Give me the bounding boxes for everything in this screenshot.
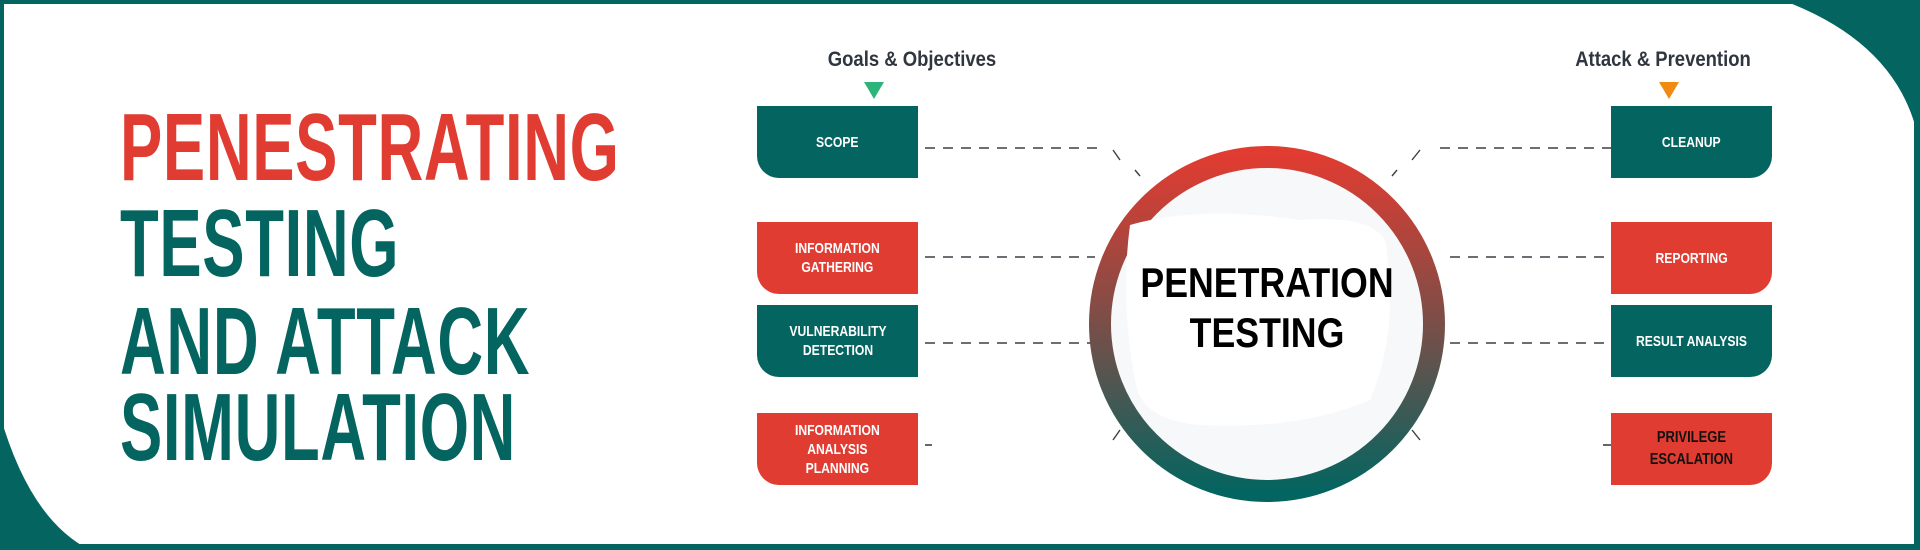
step-label: DETECTION: [802, 342, 873, 359]
center-title-line-1: PENETRATION: [1140, 259, 1394, 306]
step-cleanup: CLEANUP: [1611, 106, 1772, 178]
step-label: CLEANUP: [1662, 133, 1721, 151]
title-line-4: SIMULATION: [120, 374, 517, 481]
orange-marker-icon: [1659, 82, 1679, 99]
title-line-3: AND ATTACK: [120, 288, 531, 395]
corner-decoration-bottom-left: [0, 415, 90, 550]
step-label: INFORMATION: [795, 421, 880, 439]
title-line-2: TESTING: [120, 190, 400, 297]
step-label: SCOPE: [816, 133, 859, 151]
center-title-line-2: TESTING: [1189, 309, 1345, 356]
step-information-gathering: INFORMATION GATHERING: [757, 222, 918, 294]
step-label: ANALYSIS: [807, 440, 868, 458]
step-label: INFORMATION: [795, 240, 880, 257]
step-label: GATHERING: [801, 259, 874, 276]
corner-decoration-top-right: [1782, 0, 1920, 125]
title-line-1: PENESTRATING: [120, 94, 620, 201]
step-label: RESULT ANALYSIS: [1636, 332, 1747, 350]
center-highlight: [1126, 213, 1390, 426]
step-scope: SCOPE: [757, 106, 918, 178]
step-label: REPORTING: [1655, 249, 1728, 267]
connector-lines: [925, 147, 1611, 446]
green-marker-icon: [864, 82, 884, 99]
step-result-analysis: RESULT ANALYSIS: [1611, 305, 1772, 377]
attack-prevention-header: Attack & Prevention: [1575, 48, 1751, 71]
step-label: PRIVILEGE: [1656, 429, 1727, 446]
step-label: PLANNING: [805, 459, 870, 477]
step-label: ESCALATION: [1649, 451, 1734, 468]
goals-objectives-header: Goals & Objectives: [827, 48, 997, 71]
step-privilege-escalation: PRIVILEGE ESCALATION: [1611, 413, 1772, 485]
step-reporting: REPORTING: [1611, 222, 1772, 294]
center-title: PENETRATION TESTING: [1140, 258, 1393, 358]
step-vulnerability-detection: VULNERABILITY DETECTION: [757, 305, 918, 377]
step-label: VULNERABILITY: [788, 323, 887, 340]
